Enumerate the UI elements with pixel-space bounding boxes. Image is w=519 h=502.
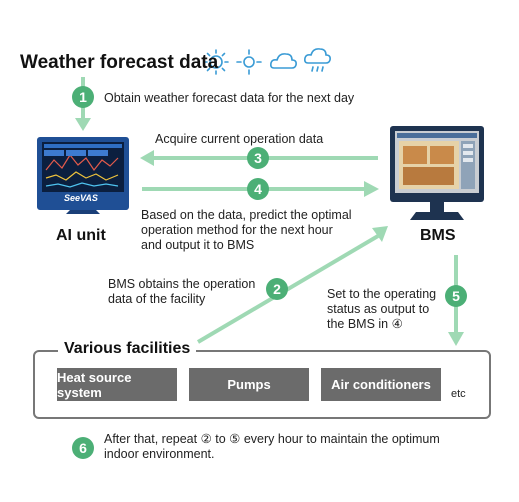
facilities-title: Various facilities xyxy=(58,340,197,358)
facility-heat-source: Heat source system xyxy=(57,368,177,401)
step-3-text: Acquire current operation data xyxy=(155,132,324,146)
arrow-2 xyxy=(196,226,388,344)
step-5-line-3: the BMS in ④ xyxy=(327,317,403,331)
step-4-line-3: and output it to BMS xyxy=(141,238,255,252)
facilities-etc: etc xyxy=(451,388,466,400)
facilities-box xyxy=(33,350,491,419)
bms-monitor xyxy=(390,126,484,220)
step-3-badge: 3 xyxy=(247,147,269,169)
step-2-line-1: BMS obtains the operation xyxy=(108,277,256,291)
step-1-text: Obtain weather forecast data for the nex… xyxy=(104,91,355,105)
step-4-text: Based on the data, predict the optimal o… xyxy=(141,208,352,253)
rain-icon xyxy=(304,48,331,72)
cloud-icon xyxy=(270,53,297,69)
ai-unit-brand: SeeVAS xyxy=(64,193,98,203)
step-4-line-1: Based on the data, predict the optimal xyxy=(141,208,352,222)
step-6-line-2: indoor environment. xyxy=(104,447,215,461)
bms-label: BMS xyxy=(420,227,456,244)
page-title: Weather forecast data xyxy=(20,52,219,73)
step-6-text: After that, repeat ② to ⑤ every hour to … xyxy=(104,432,440,462)
step-2-badge: 2 xyxy=(266,278,288,300)
step-4-line-2: operation method for the next hour xyxy=(141,223,333,237)
sun-icon xyxy=(203,49,229,75)
step-5-line-1: Set to the operating xyxy=(327,287,437,301)
step-5-badge: 5 xyxy=(445,285,467,307)
step-2-line-2: data of the facility xyxy=(108,292,206,306)
facility-air-conditioners: Air conditioners xyxy=(321,368,441,401)
step-1-badge: 1 xyxy=(72,86,94,108)
facility-pumps: Pumps xyxy=(189,368,309,401)
step-6-badge: 6 xyxy=(72,437,94,459)
step-5-line-2: status as output to xyxy=(327,302,430,316)
step-5-text: Set to the operating status as output to… xyxy=(327,287,436,332)
sunny-icon xyxy=(236,49,262,75)
ai-unit-monitor xyxy=(37,137,129,214)
step-6-line-1: After that, repeat ② to ⑤ every hour to … xyxy=(104,432,440,446)
step-2-text: BMS obtains the operation data of the fa… xyxy=(108,277,255,307)
step-4-badge: 4 xyxy=(247,178,269,200)
ai-unit-label: AI unit xyxy=(56,227,106,244)
